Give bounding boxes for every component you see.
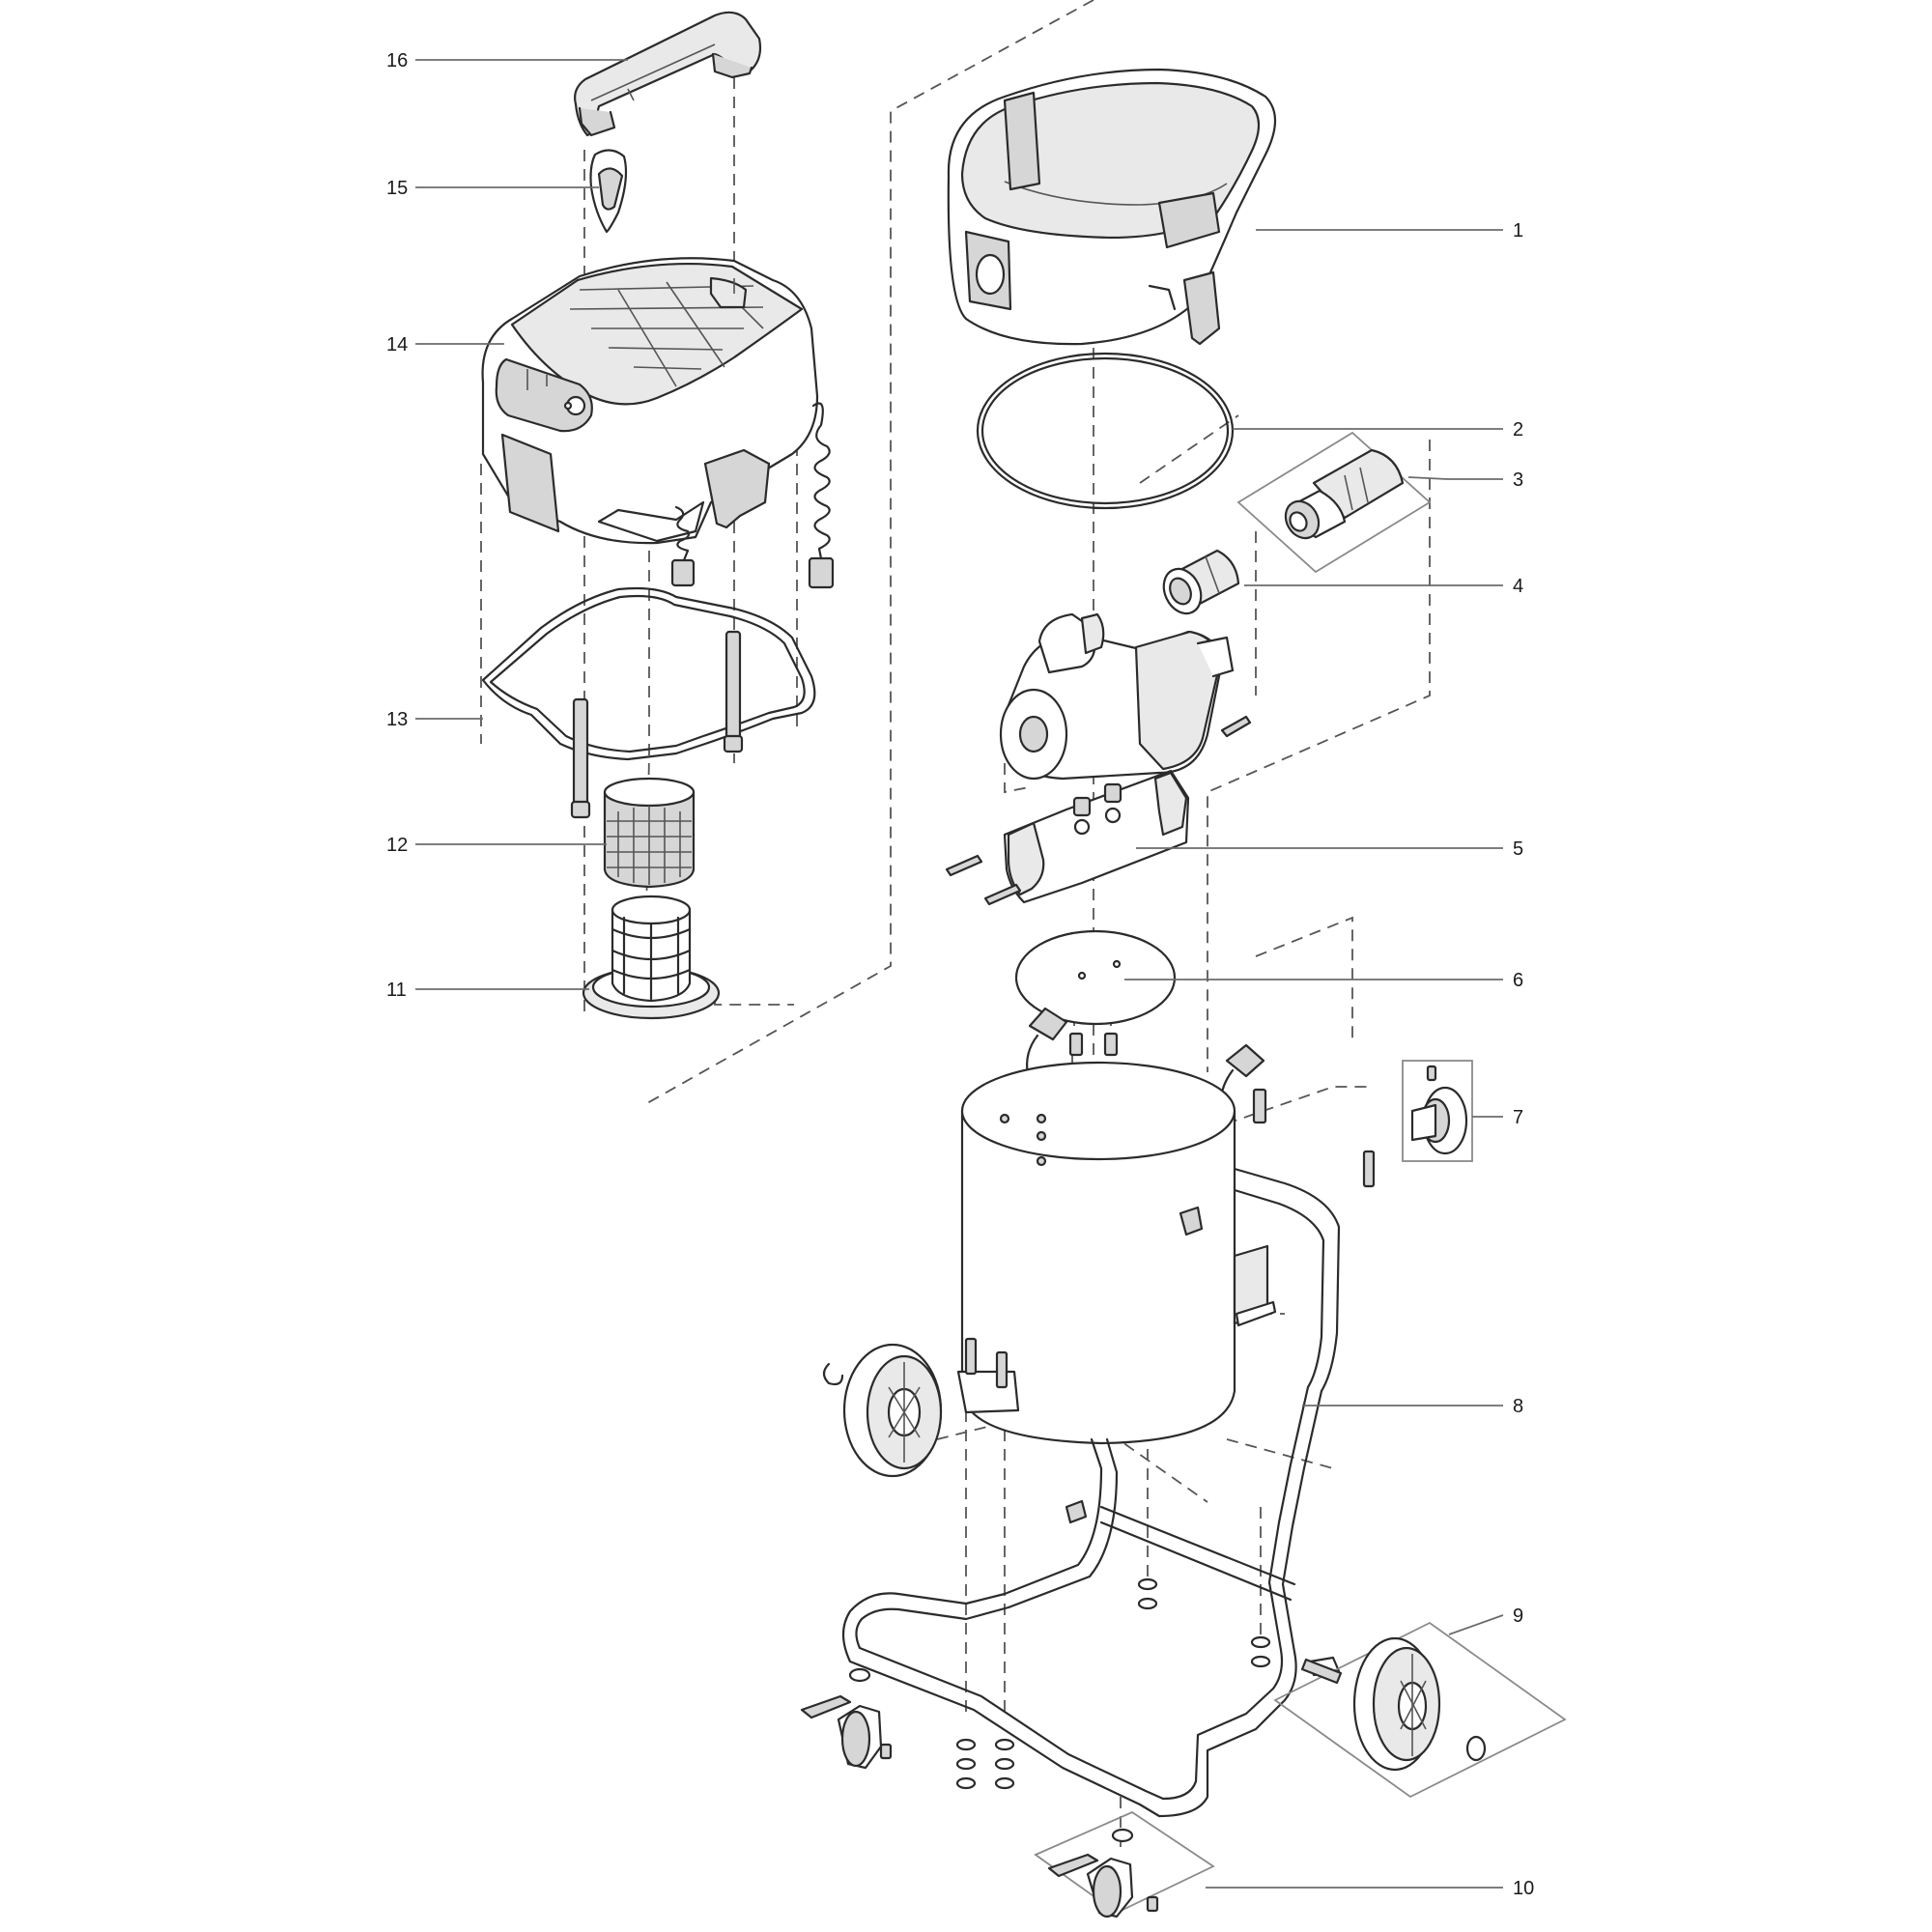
cable-plugs — [1026, 1007, 1267, 1124]
part-10-caster — [1034, 1810, 1215, 1918]
part-7-knob — [1362, 1060, 1473, 1188]
part-2-seal-ring — [976, 352, 1235, 510]
callout-2: 2 — [1513, 419, 1523, 440]
part-8-trolley-frame — [841, 1167, 1341, 1818]
part-3-connector — [1236, 431, 1432, 574]
callout-9: 9 — [1513, 1605, 1523, 1627]
callout-10: 10 — [1513, 1878, 1534, 1899]
part-16-handle — [574, 11, 762, 137]
leader-lines — [415, 59, 1504, 1889]
caster-left — [800, 1667, 893, 1770]
callout-4: 4 — [1513, 576, 1523, 597]
part-1-container-top — [947, 68, 1276, 346]
callout-12: 12 — [386, 835, 408, 856]
part-5-bracket — [945, 715, 1252, 906]
hardware-washers — [955, 1577, 1271, 1790]
callout-14: 14 — [386, 334, 408, 355]
callout-8: 8 — [1513, 1396, 1523, 1417]
part-13-gasket — [481, 586, 816, 819]
part-6-plate — [1014, 929, 1177, 1026]
callout-15: 15 — [386, 178, 408, 199]
part-14-motor-head — [481, 257, 819, 545]
tank — [956, 1061, 1236, 1445]
callout-13: 13 — [386, 709, 408, 730]
part-11-filter-cage — [582, 895, 721, 1020]
rear-wheel-left — [822, 1343, 943, 1478]
part-4-hose-adapter — [1162, 549, 1240, 615]
callout-1: 1 — [1513, 220, 1523, 242]
callout-5: 5 — [1513, 838, 1523, 860]
part-12-filter-cylinder — [603, 777, 696, 889]
callout-7: 7 — [1513, 1107, 1523, 1128]
part-14-coil-cables — [670, 402, 835, 589]
pump-unit — [999, 612, 1235, 781]
callout-labels: 16 15 14 13 12 11 1 2 3 4 5 6 7 8 9 10 — [386, 50, 1534, 1899]
callout-3: 3 — [1513, 469, 1523, 491]
callout-6: 6 — [1513, 970, 1523, 991]
part-9-wheel — [1273, 1621, 1567, 1799]
callout-11: 11 — [386, 980, 407, 1001]
part-15-clip — [589, 149, 628, 234]
callout-16: 16 — [386, 50, 408, 71]
